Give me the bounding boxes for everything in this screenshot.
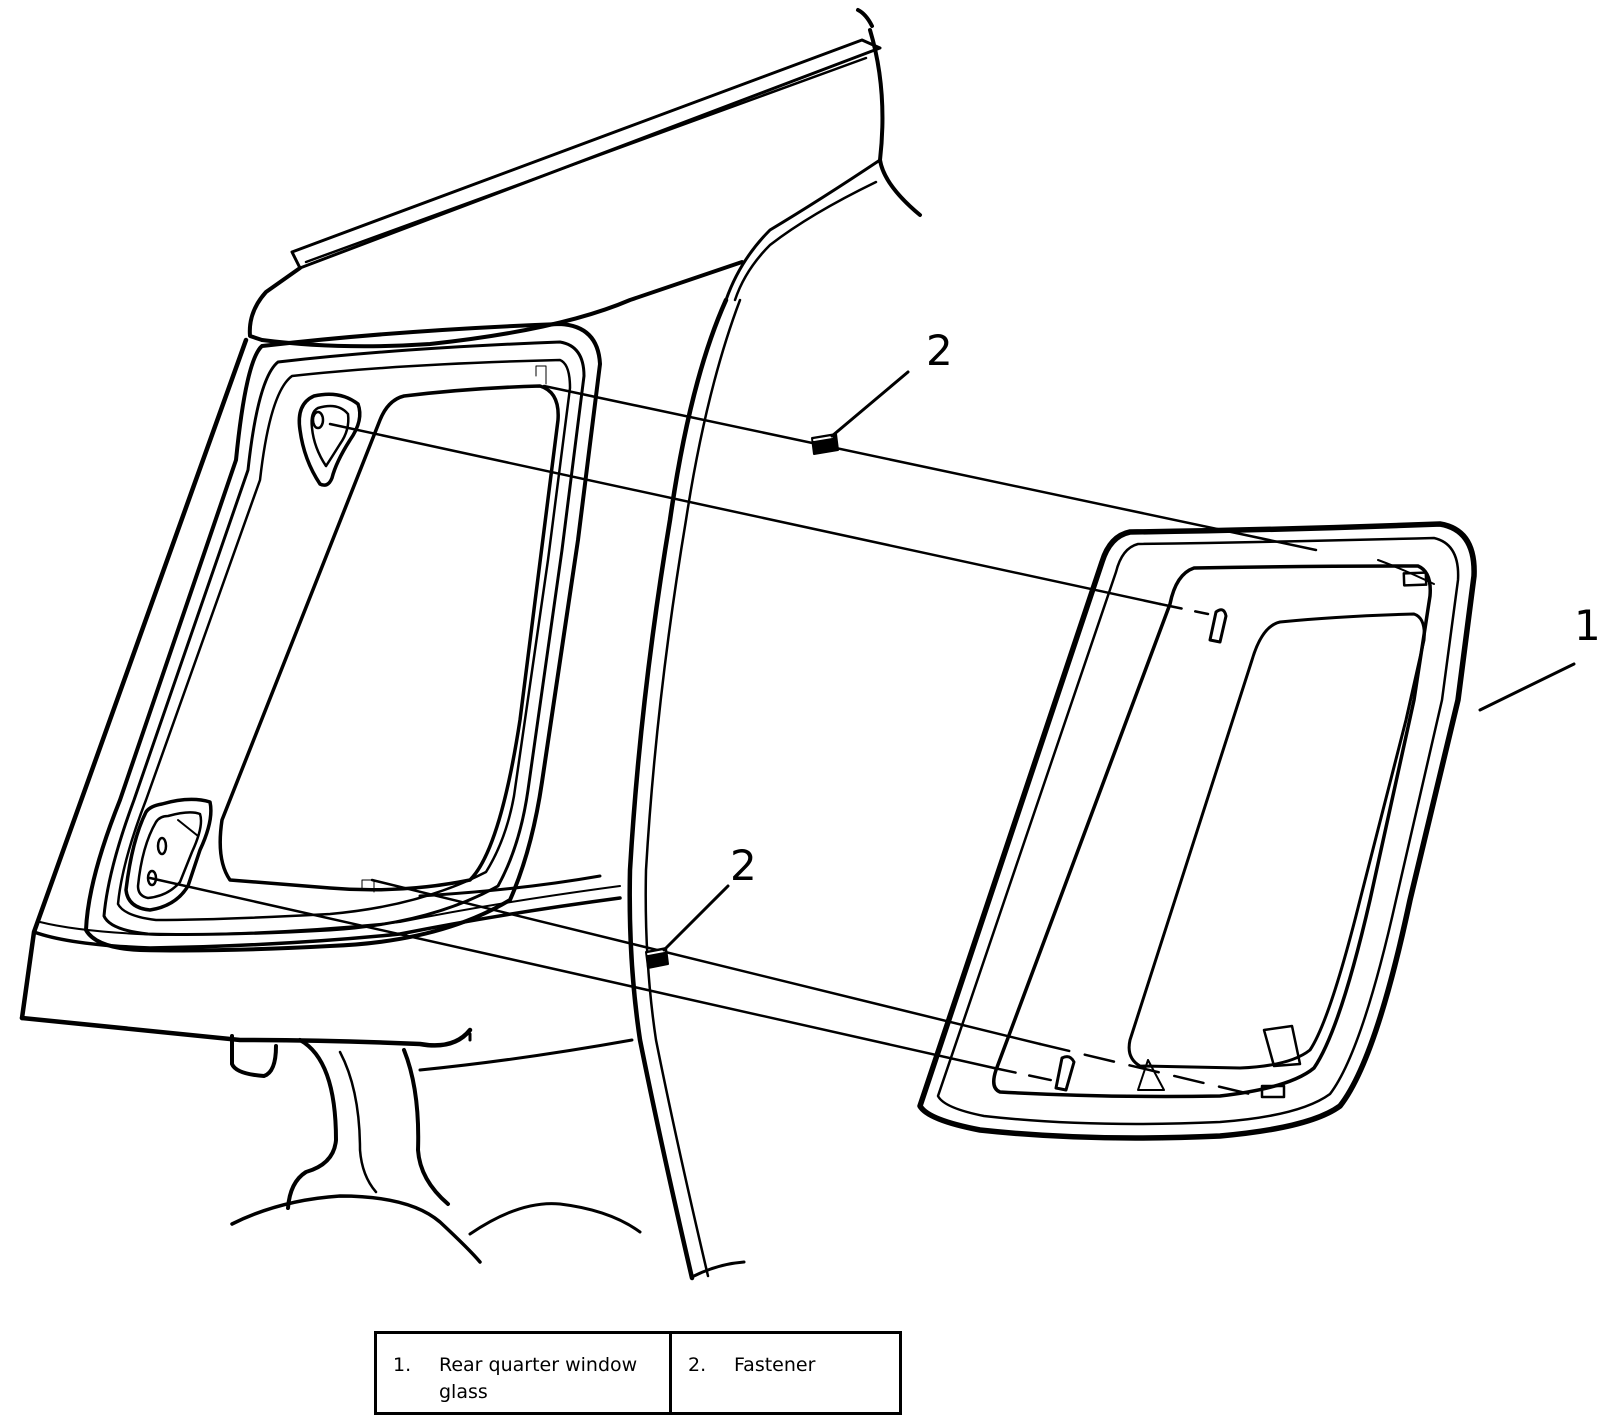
fastener-lower (645, 947, 669, 969)
fastener-upper (811, 433, 839, 455)
callout-1: 1 (1574, 601, 1600, 650)
callout-2-upper: 2 (926, 326, 953, 375)
legend-item-number: 2. (688, 1354, 707, 1376)
legend-item-label: Rear quarter window glass (439, 1354, 638, 1403)
fastener-pocket-lower (124, 797, 213, 912)
legend-item-label: Fastener (734, 1354, 816, 1376)
roof-panel (247, 8, 922, 349)
fastener-pocket-upper (297, 392, 362, 487)
legend-item-number: 1. (393, 1354, 412, 1376)
legend-item-1: 1. Rear quarter window glass (377, 1334, 672, 1412)
callout-leaders (662, 370, 1576, 952)
body-pillar (627, 297, 746, 1281)
legend-table: 1. Rear quarter window glass 2. Fastener (374, 1331, 902, 1415)
rear-quarter-window-glass (917, 521, 1477, 1141)
legend-item-2: 2. Fastener (672, 1334, 964, 1412)
lower-body (230, 874, 642, 1264)
callout-2-lower: 2 (730, 841, 757, 890)
quarter-panel (19, 322, 622, 1048)
alignment-lines (148, 384, 1318, 1096)
